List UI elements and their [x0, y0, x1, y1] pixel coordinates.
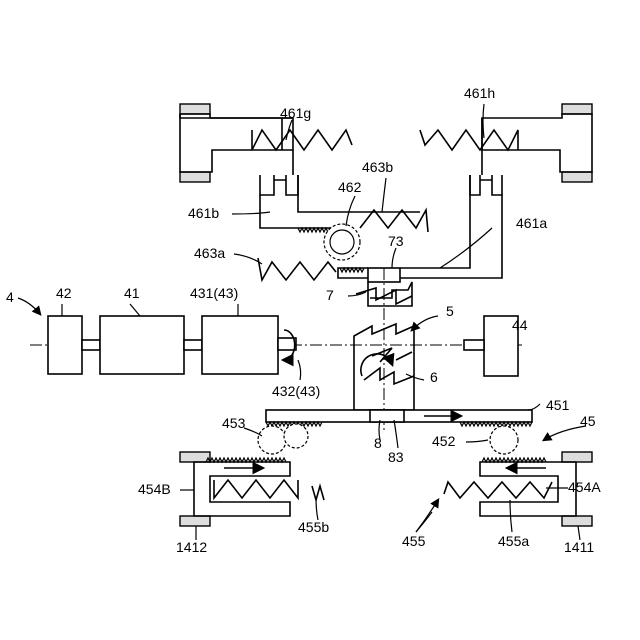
- pinion-462: [324, 224, 360, 260]
- label-463a: 463a: [194, 245, 225, 261]
- label-452: 452: [432, 433, 456, 449]
- label-1412: 1412: [176, 539, 207, 555]
- label-41: 41: [124, 285, 140, 301]
- gear-453: [258, 424, 308, 454]
- label-453: 453: [222, 415, 246, 431]
- label-4: 4: [6, 289, 14, 305]
- label-6: 6: [430, 369, 438, 385]
- gear-431: [202, 316, 296, 374]
- label-455a: 455a: [498, 533, 529, 549]
- label-42: 42: [56, 285, 72, 301]
- slider-454B: [180, 452, 324, 526]
- label-44: 44: [512, 317, 528, 333]
- label-431: 431(43): [190, 285, 238, 301]
- upper-right-spring-461h: [420, 118, 518, 150]
- upper-left-spring-461g: [252, 118, 352, 150]
- label-73: 73: [388, 233, 404, 249]
- label-45: 45: [580, 413, 596, 429]
- label-432: 432(43): [272, 383, 320, 399]
- motor-42: [48, 316, 100, 374]
- label-454A: 454A: [568, 479, 601, 495]
- label-461a: 461a: [516, 215, 547, 231]
- label-455b: 455b: [298, 519, 329, 535]
- label-8: 8: [374, 435, 382, 451]
- label-461b: 461b: [188, 205, 219, 221]
- label-451: 451: [546, 397, 570, 413]
- label-7: 7: [326, 287, 334, 303]
- label-461h: 461h: [464, 85, 495, 101]
- bearing-44: [464, 316, 518, 376]
- label-83: 83: [388, 449, 404, 465]
- label-1411: 1411: [564, 539, 594, 555]
- label-5: 5: [446, 303, 454, 319]
- rack-451: [266, 410, 532, 426]
- upper-right-guide-block: [482, 104, 592, 182]
- label-454B: 454B: [138, 481, 171, 497]
- gear-452: [490, 426, 518, 454]
- upper-left-guide-block: [180, 104, 293, 182]
- label-462: 462: [338, 179, 362, 195]
- label-461g: 461g: [280, 105, 311, 121]
- spring-463b: [360, 210, 428, 232]
- motor-41: [100, 316, 202, 374]
- label-455: 455: [402, 533, 426, 549]
- label-463b: 463b: [362, 159, 393, 175]
- spring-463a: [258, 258, 336, 280]
